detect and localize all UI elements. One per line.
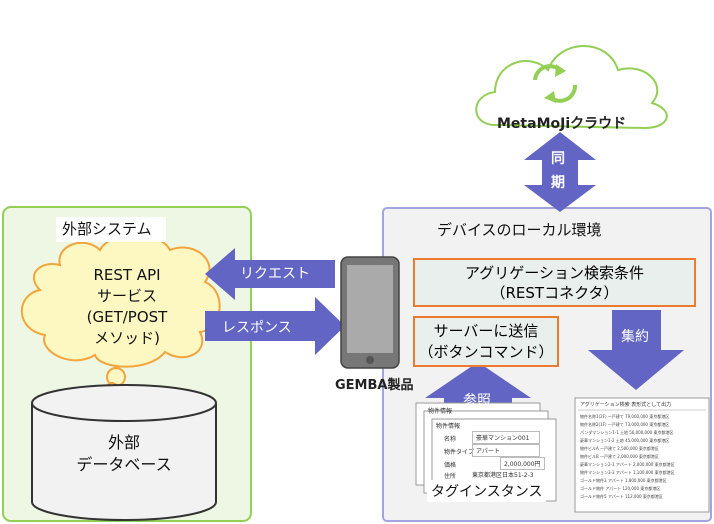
result-doc-rows: 物件名称1(2F) 一戸建て 79,000,000 東京都港区 物件名称2(1F… [580, 413, 675, 501]
sync-label-1: 同 [551, 151, 565, 167]
response-arrow [205, 297, 345, 355]
database-label: 外部 データベース [76, 433, 172, 474]
result-table-document [574, 397, 710, 513]
tag-row-value-0: 豪華マンション001 [472, 431, 540, 444]
database-icon [31, 384, 217, 521]
tag-row-label-3: 住所 [444, 473, 457, 480]
external-system-title: 外部システム [56, 217, 166, 242]
result-row: パンダマンション1-1 土地 56,000,000 東京都港区 [580, 430, 674, 435]
result-row: ゴールド物件 アパート 120,000 東京都港区 [580, 486, 661, 491]
tag-row-label-1: 物件タイプ [444, 449, 475, 456]
result-row: 物件名称1(2F) 一戸建て 79,000,000 東京都港区 [580, 414, 670, 419]
aggregation-condition-box: アグリゲーション検索条件 （RESTコネクタ） [413, 258, 696, 307]
cloud-label: MetaMoJiクラウド [497, 116, 627, 132]
tag-row-label-0: 名称 [444, 436, 457, 443]
tag-row-value-1: アパート [472, 444, 540, 457]
tag-row-value-3: 東京都港区日本51-2-3 [472, 472, 534, 479]
response-label: レスポンス [222, 320, 292, 336]
smartphone-icon [340, 256, 400, 369]
metamoji-cloud-shape [475, 45, 668, 130]
result-row: ゴールド物件3 アパート 1,800,000 東京都港区 [580, 478, 667, 483]
rest-api-service-label: REST API サービス (GET/POST メソッド) [86, 266, 168, 347]
request-arrow [205, 248, 335, 300]
result-doc-header: アグリゲーション検索 表形式として出力 [580, 402, 672, 408]
device-env-title: デバイスのローカル環境 [437, 221, 602, 239]
tag-instance-label: タグインスタンス [427, 480, 547, 502]
aggregate-arrow [588, 310, 684, 390]
sync-double-arrow [524, 132, 596, 212]
result-row: 物件ビルA 一戸建て 2,500,000 東京都港区 [580, 446, 659, 451]
result-row: ゴールド物件5 アパート 112,000 東京都港区 [580, 494, 663, 499]
result-row: 豪華マンション2-1 アパート 2,000,000 東京都港区 [580, 462, 675, 467]
result-row: 物件名称2(1F) 一戸建て 73,000,000 東京都港区 [580, 422, 670, 427]
request-label: リクエスト [240, 266, 310, 282]
sync-label-2: 期 [551, 175, 565, 191]
result-row: 豪華マンション1-2 土地 45,000,000 東京都港区 [580, 438, 670, 443]
reference-label: 参照 [463, 393, 491, 409]
send-to-server-box: サーバーに送信 （ボタンコマンド） [413, 316, 559, 367]
tag-row-value-2: 2,000,000円 [500, 457, 545, 470]
gemba-product-label: GEMBA製品 [335, 378, 414, 393]
tag-doc-header-back: 物件情報 [428, 408, 453, 415]
reference-arrow [425, 362, 531, 415]
result-row: 物件マンション3-3 アパート 1,100,000 東京都港区 [580, 470, 675, 475]
aggregate-label: 集約 [621, 329, 649, 345]
tag-doc-header: 物件情報 [436, 423, 461, 430]
result-row: 物件ビルB 一戸建て 2,000,000 東京都港区 [580, 454, 659, 459]
tag-row-label-2: 価格 [444, 462, 457, 469]
